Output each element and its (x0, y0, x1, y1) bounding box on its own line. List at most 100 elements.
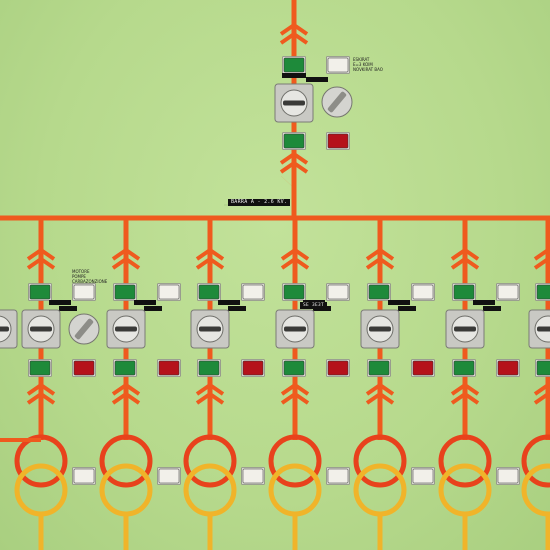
red-indicator-lamp (412, 360, 434, 376)
green-indicator-lamp (198, 360, 220, 376)
white-indicator-lamp (412, 468, 434, 484)
note-line: POMPE (72, 274, 86, 279)
green-indicator-lamp (198, 284, 220, 300)
red-indicator-lamp (327, 133, 349, 149)
label-plate (218, 300, 240, 305)
red-indicator-lamp (497, 360, 519, 376)
feeder-lower-chevron-icon (195, 382, 225, 396)
rotary-switch-icon[interactable] (283, 100, 305, 106)
white-indicator-lamp (327, 468, 349, 484)
rotary-switch-icon[interactable] (454, 326, 476, 332)
green-indicator-lamp (368, 284, 390, 300)
feeder-chevron-icon (280, 247, 310, 261)
transformer-secondary-icon (438, 463, 492, 517)
transformer-secondary-icon (521, 463, 550, 517)
feeder-chevron-icon (111, 247, 141, 261)
feeder-lower-chevron-icon (26, 391, 56, 405)
white-indicator-lamp (73, 284, 95, 300)
rotary-switch-icon[interactable] (199, 326, 221, 332)
note-line: NOVKIRAT BAO (353, 67, 383, 72)
feeder-chevron-icon (26, 247, 56, 261)
white-indicator-lamp (73, 468, 95, 484)
red-indicator-lamp (158, 360, 180, 376)
white-indicator-lamp (158, 284, 180, 300)
label-plate (59, 306, 77, 311)
white-indicator-lamp (242, 468, 264, 484)
note-line: MOTORE (72, 269, 90, 274)
feeder-lower-chevron-icon (280, 382, 310, 396)
label-plate (134, 300, 156, 305)
transformer-primary-icon (268, 434, 322, 488)
transformer-primary-icon (14, 434, 68, 488)
transformer-primary-icon (99, 434, 153, 488)
transformer-secondary-icon (353, 463, 407, 517)
transformer-primary-icon (438, 434, 492, 488)
green-indicator-lamp (29, 360, 51, 376)
feeder-chevron-icon (195, 256, 225, 270)
feeder-lower-chevron-icon (450, 382, 480, 396)
green-indicator-lamp (536, 284, 550, 300)
feeder-chevron-icon (450, 256, 480, 270)
transformer-secondary-icon (268, 463, 322, 517)
label-plate (49, 300, 71, 305)
feeder-chevron-icon (365, 247, 395, 261)
top-chevron-icon (279, 31, 309, 45)
feeder-chevron-icon (450, 247, 480, 261)
rotary-switch-icon[interactable] (115, 326, 137, 332)
green-indicator-lamp (283, 284, 305, 300)
feeder-lower-chevron-icon (450, 391, 480, 405)
green-indicator-lamp (283, 360, 305, 376)
feeder-lower-chevron-icon (111, 391, 141, 405)
label-plate (388, 300, 410, 305)
knob-grip (74, 318, 94, 340)
note-line: CARBAZONZIONE (72, 279, 108, 284)
white-indicator-lamp (327, 57, 349, 73)
white-indicator-lamp (242, 284, 264, 300)
white-indicator-lamp (327, 284, 349, 300)
label-plate (398, 306, 416, 311)
feeder-chevron-icon (195, 247, 225, 261)
red-indicator-lamp (242, 360, 264, 376)
rotary-switch-icon[interactable] (30, 326, 52, 332)
green-indicator-lamp (453, 360, 475, 376)
feeder-lower-chevron-icon (111, 382, 141, 396)
transformer-secondary-icon (14, 463, 68, 517)
label-plate (228, 306, 246, 311)
knob-grip (327, 91, 347, 113)
white-indicator-lamp (158, 468, 180, 484)
feeder-chevron-icon (111, 256, 141, 270)
transformer-secondary-icon (99, 463, 153, 517)
top-chevron-lower-icon (279, 160, 309, 174)
green-indicator-lamp (114, 360, 136, 376)
feeder-chevron-icon (26, 256, 56, 270)
main-bus-label: BARRA A - 2.6 KV. (228, 199, 291, 206)
rotary-switch-icon[interactable] (537, 326, 550, 332)
note-line: E=3 KOIM (353, 62, 373, 67)
rotary-switch-icon[interactable] (284, 326, 306, 332)
note-line: ESKIRAT (353, 57, 370, 62)
feeder-lower-chevron-icon (533, 391, 550, 405)
transformer-primary-icon (521, 434, 550, 488)
label-plate (282, 73, 306, 78)
feeder-chevron-icon (533, 247, 550, 261)
rotary-switch-icon[interactable] (0, 326, 9, 332)
feeder-chevron-icon (533, 256, 550, 270)
red-indicator-lamp (327, 360, 349, 376)
feeder-tag-plate: SE 3E3T (300, 302, 328, 309)
feeder-lower-chevron-icon (533, 382, 550, 396)
transformer-secondary-icon (183, 463, 237, 517)
transformer-primary-icon (353, 434, 407, 488)
green-indicator-lamp (536, 360, 550, 376)
shape (280, 175, 295, 189)
rotary-switch-icon[interactable] (369, 326, 391, 332)
feeder-lower-chevron-icon (26, 382, 56, 396)
left-note: MOTORE POMPE CARBAZONZIONE (72, 269, 108, 284)
green-indicator-lamp (114, 284, 136, 300)
label-plate (144, 306, 162, 311)
top-chevron-lower-icon (279, 151, 309, 165)
feeder-lower-chevron-icon (195, 391, 225, 405)
red-indicator-lamp (73, 360, 95, 376)
feeder-lower-chevron-icon (365, 382, 395, 396)
